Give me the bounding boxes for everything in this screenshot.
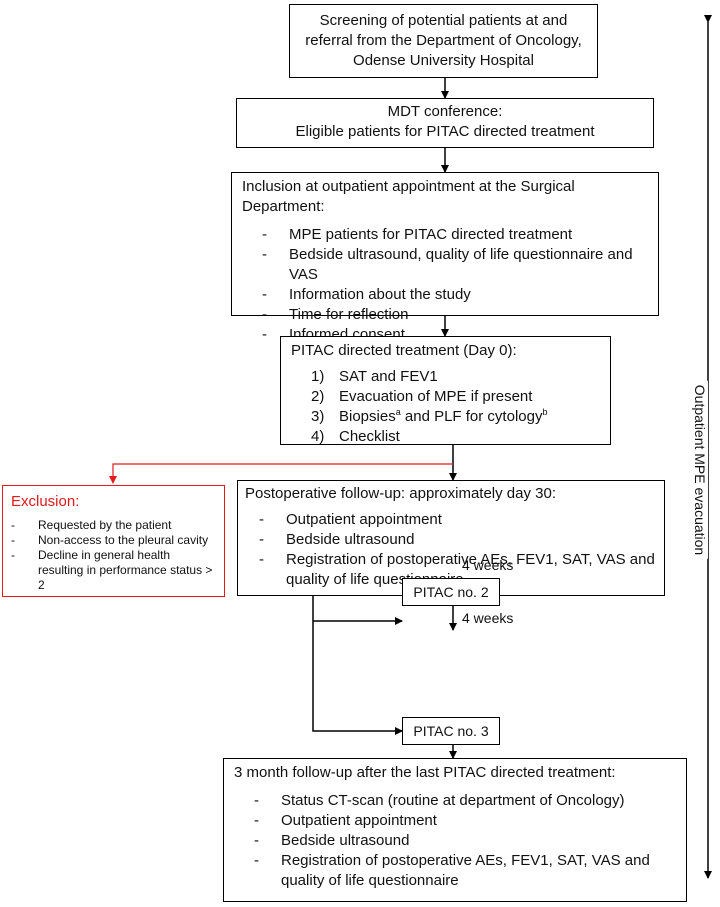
list-item: Outpatient appointment <box>254 811 676 831</box>
footnote-a: a <box>395 407 401 417</box>
arrow-to-exclusion <box>109 463 453 484</box>
inclusion-box: Inclusion at outpatient appointment at t… <box>231 172 659 345</box>
list-item: 2)Evacuation of MPE if present <box>311 388 533 405</box>
pitac-day0-title: PITAC directed treatment (Day 0): <box>291 342 517 359</box>
list-item: 1)SAT and FEV1 <box>311 368 438 385</box>
pitac-no2-box: PITAC no. 2 <box>402 578 500 606</box>
followup-3month-title: 3 month follow-up after the last PITAC d… <box>234 764 616 781</box>
followup-3month-list: Status CT-scan (routine at department of… <box>234 791 676 891</box>
list-item: 4)Checklist <box>311 428 400 445</box>
list-item: Registration of postoperative AEs, FEV1,… <box>254 851 676 891</box>
timeline-label: Outpatient MPE evacuation <box>692 380 708 560</box>
pitac-day0-list: 1)SAT and FEV1 2)Evacuation of MPE if pr… <box>291 367 600 447</box>
exclusion-list: Requested by the patient Non-access to t… <box>11 518 216 593</box>
weeks-label-1: 4 weeks <box>462 557 514 573</box>
followup-3month-box: 3 month follow-up after the last PITAC d… <box>223 758 687 902</box>
inclusion-list: MPE patients for PITAC directed treatmen… <box>242 225 648 345</box>
footnote-b: b <box>542 407 548 417</box>
screening-text: Screening of potential patients at and r… <box>305 12 582 69</box>
list-item: Time for reflection <box>262 305 648 325</box>
pitac-no3-box: PITAC no. 3 <box>402 717 500 745</box>
bypass-line <box>312 553 403 735</box>
list-item: Bedside ultrasound <box>259 530 659 550</box>
list-item: Outpatient appointment <box>259 510 659 530</box>
pitac-day0-box: PITAC directed treatment (Day 0): 1)SAT … <box>280 336 611 445</box>
followup-day30-list: Outpatient appointment Bedside ultrasoun… <box>245 510 659 590</box>
list-item: Information about the study <box>262 285 648 305</box>
list-item: Decline in general health resulting in p… <box>11 548 216 593</box>
inclusion-title: Inclusion at outpatient appointment at t… <box>242 178 575 215</box>
followup-day30-title: Postoperative follow-up: approximately d… <box>245 485 557 502</box>
followup-day30-content: Postoperative follow-up: approximately d… <box>245 484 659 590</box>
mdt-box: MDT conference: Eligible patients for PI… <box>236 98 654 148</box>
exclusion-box: Exclusion: Requested by the patient Non-… <box>2 485 225 597</box>
mdt-title: MDT conference: <box>387 103 503 120</box>
weeks-label-2: 4 weeks <box>462 610 514 626</box>
exclusion-title: Exclusion: <box>11 493 80 510</box>
list-item: Non-access to the pleural cavity <box>11 533 216 548</box>
screening-box: Screening of potential patients at and r… <box>289 4 598 78</box>
list-item: 3)Biopsiesa and PLF for cytologyb <box>311 407 548 426</box>
pitac-no2-label: PITAC no. 2 <box>413 584 489 600</box>
list-item: Status CT-scan (routine at department of… <box>254 791 676 811</box>
list-item: MPE patients for PITAC directed treatmen… <box>262 225 648 245</box>
list-item: Bedside ultrasound, quality of life ques… <box>262 245 648 285</box>
mdt-subtitle: Eligible patients for PITAC directed tre… <box>295 123 595 140</box>
list-item: Requested by the patient <box>11 518 216 533</box>
pitac-no3-label: PITAC no. 3 <box>413 723 489 739</box>
list-item: Bedside ultrasound <box>254 831 676 851</box>
